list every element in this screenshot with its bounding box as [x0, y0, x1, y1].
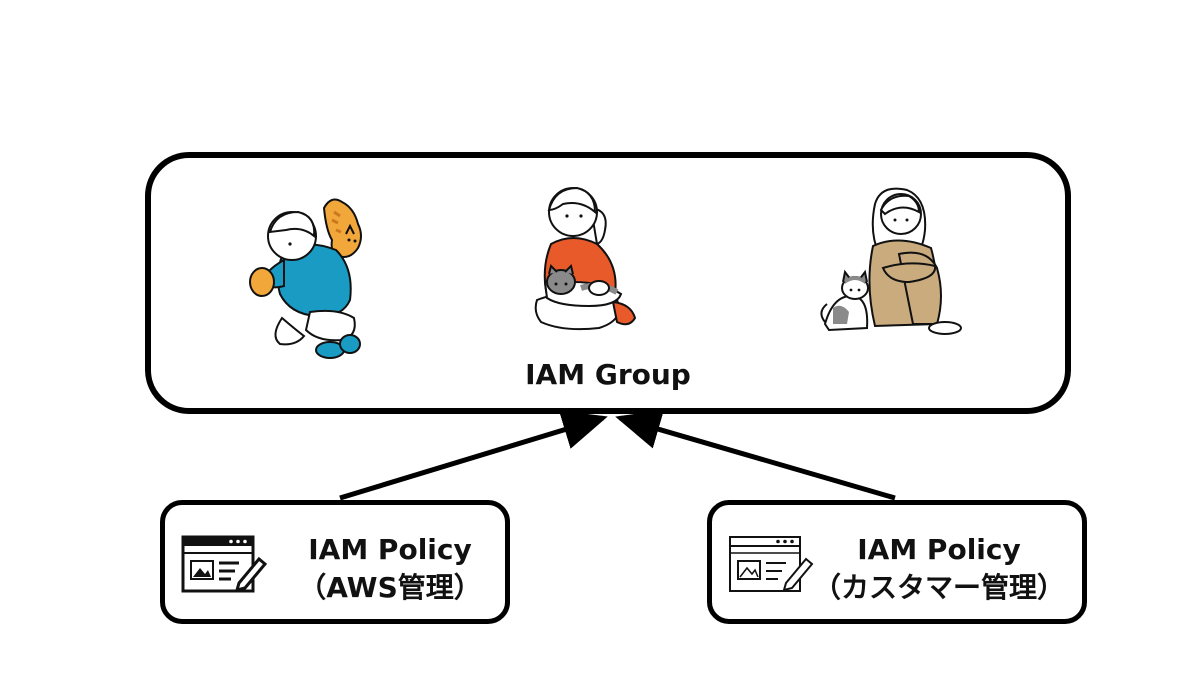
iam-policy-customer-managed-box: IAM Policy （カスタマー管理）: [707, 500, 1087, 624]
person-with-orange-cat-icon: [249, 198, 362, 359]
document-edit-icon: [181, 535, 267, 593]
iam-policy-customer-label: IAM Policy （カスタマー管理）: [804, 531, 1074, 607]
iam-group-label: IAM Group: [525, 358, 691, 391]
policy-type: （カスタマー管理）: [812, 571, 1065, 604]
iam-group-box: IAM Group: [145, 152, 1071, 414]
arrow-customer-policy-to-group: [615, 409, 896, 501]
policy-type: （AWS管理）: [298, 571, 482, 604]
person-holding-gray-cat-icon: [534, 186, 637, 331]
iam-policy-aws-label: IAM Policy （AWS管理）: [285, 531, 495, 607]
arrow-aws-policy-to-group: [339, 410, 608, 501]
policy-title: IAM Policy: [857, 533, 1021, 566]
person-sitting-with-cat-icon: [820, 187, 962, 335]
iam-policy-aws-managed-box: IAM Policy （AWS管理）: [160, 500, 510, 624]
document-edit-icon: [729, 536, 814, 592]
policy-title: IAM Policy: [308, 533, 472, 566]
